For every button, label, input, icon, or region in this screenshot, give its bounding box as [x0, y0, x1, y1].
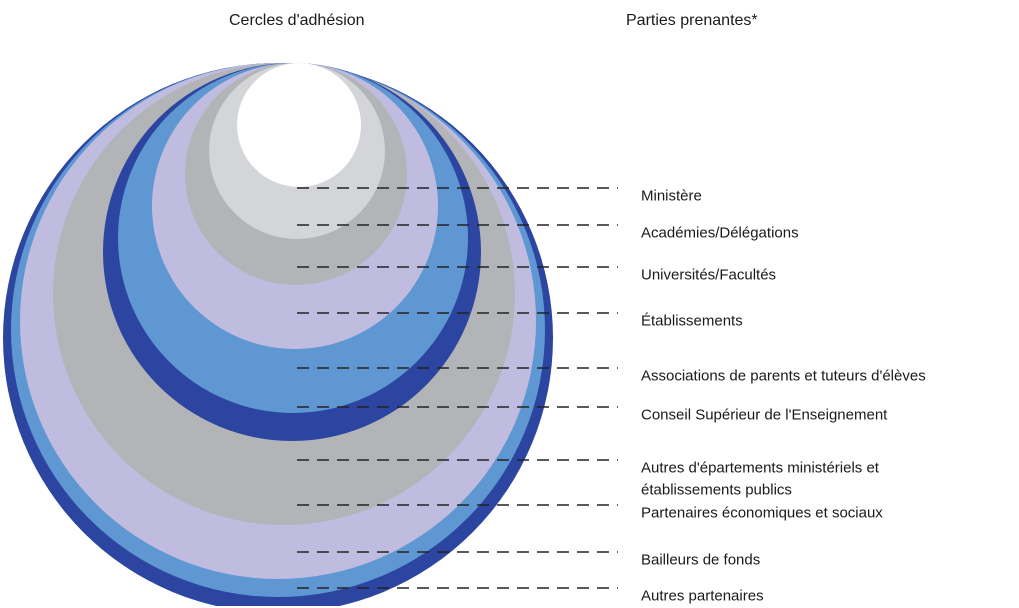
stakeholder-label: Autres partenaires	[641, 587, 764, 605]
leader-lines-group	[297, 187, 618, 589]
stakeholder-label: Universités/Facultés	[641, 266, 777, 284]
stakeholder-label: Bailleurs de fonds	[641, 551, 761, 569]
rings-group	[3, 63, 553, 606]
stakeholder-label: Associations de parents et tuteurs d'élè…	[641, 367, 926, 385]
stakeholder-label: Établissements	[641, 312, 743, 330]
stakeholder-label: Ministère	[641, 187, 702, 205]
stakeholder-label-line2: établissements publics	[641, 481, 792, 499]
stakeholder-label: Partenaires économiques et sociaux	[641, 504, 883, 522]
stakeholder-label: Conseil Supérieur de l'Enseignement	[641, 406, 888, 424]
center-circle	[237, 63, 361, 187]
stakeholder-label: Académies/Délégations	[641, 224, 799, 242]
stakeholder-label: Autres d'épartements ministériels et	[641, 459, 879, 477]
circles-heading: Cercles d'adhésion	[229, 12, 365, 29]
stakeholders-heading: Parties prenantes*	[626, 12, 758, 29]
